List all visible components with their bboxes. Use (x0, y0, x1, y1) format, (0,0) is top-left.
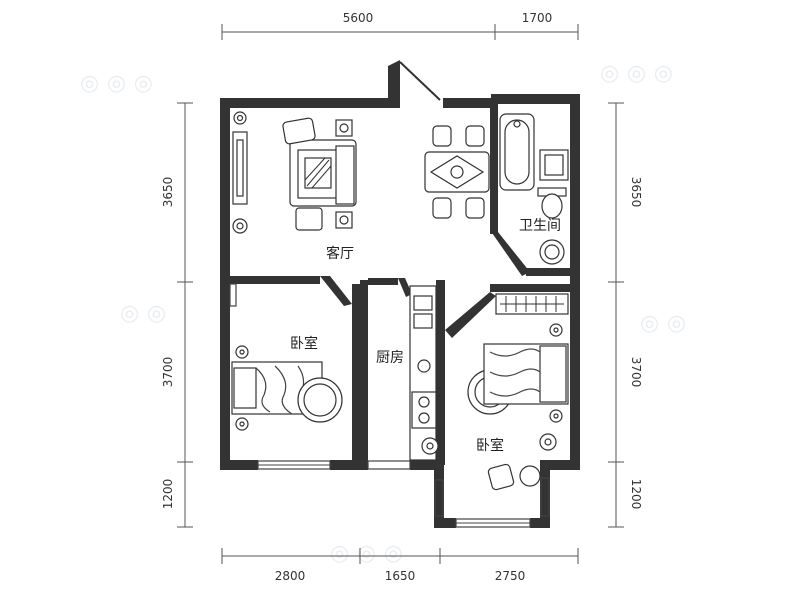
dim-left-3: 1200 (161, 479, 175, 510)
dim-top-1: 5600 (343, 11, 374, 25)
bed-icon (467, 323, 569, 423)
dim-right-1: 3650 (629, 177, 643, 208)
dim-top-2: 1700 (522, 11, 553, 25)
dim-bottom-1: 2800 (275, 569, 306, 583)
walls (220, 60, 580, 528)
dimension-right: 3650 3700 1200 (608, 102, 643, 528)
dim-right-3: 1200 (629, 479, 643, 510)
room-label-kitchen: 厨房 (376, 350, 404, 366)
room-label-bathroom: 卫生间 (519, 218, 561, 234)
wardrobe-icon (495, 293, 569, 315)
room-label-bedroom-right: 卧室 (476, 437, 504, 454)
dim-bottom-2: 1650 (385, 569, 416, 583)
plant-icon (421, 437, 439, 455)
tv-cabinet (232, 131, 248, 205)
svg-text:◎ ◎: ◎ ◎ (120, 301, 166, 326)
room-label-living: 客厅 (326, 245, 354, 262)
room-label-bedroom-left: 卧室 (290, 335, 318, 352)
bed-icon (231, 345, 343, 431)
kitchen-counter (409, 285, 437, 461)
armchair-icon (487, 463, 541, 491)
windows (229, 283, 550, 528)
bathtub-icon (499, 113, 535, 191)
watermark: ◎ ◎ ◎ ◎ ◎ ◎ ◎ ◎ ◎ ◎ ◎ ◎ ◎ (80, 61, 686, 566)
svg-text:◎ ◎ ◎: ◎ ◎ ◎ (80, 71, 153, 96)
svg-text:◎ ◎: ◎ ◎ (640, 311, 686, 336)
dimension-left: 3650 3700 1200 (161, 102, 193, 528)
dim-right-2: 3700 (629, 357, 643, 388)
dimension-top: 5600 1700 (221, 11, 579, 40)
toilet-icon (537, 187, 567, 219)
dining-table-icon (424, 125, 490, 219)
svg-text:◎ ◎ ◎: ◎ ◎ ◎ (600, 61, 673, 86)
dim-left-2: 3700 (161, 357, 175, 388)
stove-icon (411, 391, 437, 429)
dim-bottom-3: 2750 (495, 569, 526, 583)
shower-icon (539, 149, 569, 181)
svg-text:◎ ◎ ◎: ◎ ◎ ◎ (330, 541, 403, 566)
dim-left-1: 3650 (161, 177, 175, 208)
plant-icon (539, 433, 557, 451)
sink-icon (539, 239, 565, 265)
dimension-bottom: 2800 1650 2750 (221, 548, 579, 583)
plant-icon (232, 111, 248, 234)
sofa-set-icon (282, 117, 357, 231)
